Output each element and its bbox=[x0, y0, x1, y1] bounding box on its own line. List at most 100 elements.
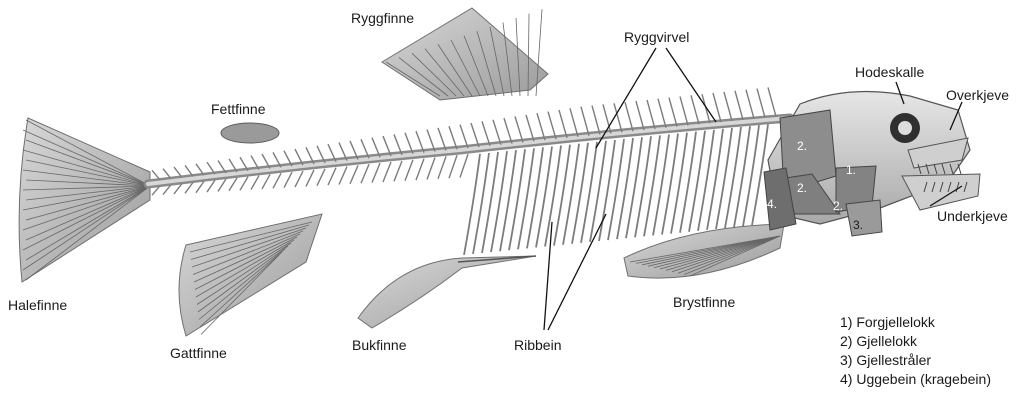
pelvic-fin bbox=[358, 256, 536, 328]
haemal-spine bbox=[262, 174, 270, 188]
rib bbox=[653, 134, 669, 235]
label-halefinne: Halefinne bbox=[8, 297, 67, 313]
neural-spine bbox=[669, 98, 677, 127]
neural-spine bbox=[471, 123, 479, 147]
rib bbox=[527, 147, 543, 248]
rib bbox=[518, 148, 534, 249]
neural-spine bbox=[713, 93, 721, 122]
haemal-spine bbox=[350, 165, 358, 183]
label-hodeskalle: Hodeskalle bbox=[855, 64, 924, 80]
neural-spine bbox=[504, 118, 512, 143]
neural-spine bbox=[636, 101, 644, 130]
neural-spine bbox=[757, 89, 765, 118]
rib bbox=[734, 126, 750, 227]
neural-spine bbox=[559, 110, 567, 138]
label-underkjeve: Underkjeve bbox=[937, 208, 1008, 224]
haemal-spine bbox=[427, 157, 435, 179]
label-ryggfinne: Ryggfinne bbox=[351, 10, 414, 26]
neural-spine bbox=[746, 90, 754, 119]
neural-spine bbox=[482, 121, 490, 145]
haemal-spine bbox=[295, 171, 303, 187]
neural-spine bbox=[493, 120, 501, 145]
rib bbox=[689, 131, 705, 232]
rib bbox=[608, 139, 624, 240]
rib bbox=[599, 140, 615, 241]
haemal-spine bbox=[383, 162, 391, 182]
rib bbox=[500, 150, 516, 251]
haemal-spine bbox=[229, 178, 237, 191]
neural-spine bbox=[515, 116, 523, 142]
rib bbox=[671, 133, 687, 234]
rib bbox=[473, 153, 489, 254]
adipose-fin bbox=[221, 123, 279, 143]
rib bbox=[572, 143, 588, 244]
tail-fin bbox=[19, 118, 150, 282]
haemal-spine bbox=[416, 159, 424, 180]
label-ribbein: Ribbein bbox=[514, 337, 561, 353]
neural-spine bbox=[625, 102, 633, 131]
haemal-spine bbox=[185, 182, 193, 193]
haemal-spine bbox=[317, 169, 325, 186]
rib bbox=[545, 146, 561, 247]
rib bbox=[482, 152, 498, 253]
pectoral-fin bbox=[624, 224, 784, 278]
neural-spine bbox=[548, 112, 556, 139]
haemal-spine bbox=[251, 176, 259, 190]
skull-number-2-mid: 2. bbox=[797, 182, 807, 195]
legend-item: 1) Forgjellelokk bbox=[840, 313, 991, 332]
neural-spine bbox=[647, 100, 655, 129]
neural-spine bbox=[702, 94, 710, 123]
rib bbox=[698, 130, 714, 231]
haemal-spine bbox=[372, 163, 380, 182]
skull-number-2-top: 2. bbox=[797, 140, 807, 153]
rib bbox=[581, 142, 597, 243]
rib bbox=[491, 151, 507, 252]
haemal-spine bbox=[405, 160, 413, 181]
haemal-spine bbox=[273, 173, 281, 188]
neural-spine bbox=[449, 126, 457, 149]
legend-item: 3) Gjellestråler bbox=[840, 351, 991, 370]
rib bbox=[662, 134, 678, 235]
skull-number-2-low: 2. bbox=[833, 200, 843, 213]
neural-spine bbox=[570, 108, 578, 136]
haemal-spine bbox=[196, 181, 204, 192]
haemal-spine bbox=[207, 180, 215, 192]
rib bbox=[617, 138, 633, 239]
neural-spine bbox=[735, 91, 743, 120]
legend-item: 4) Uggebein (kragebein) bbox=[840, 370, 991, 389]
haemal-spine bbox=[394, 161, 402, 181]
label-brystfinne: Brystfinne bbox=[673, 294, 735, 310]
neural-spine bbox=[460, 125, 468, 148]
haemal-spine bbox=[438, 156, 446, 178]
neural-spine bbox=[691, 95, 699, 124]
skull-number-1: 1. bbox=[846, 164, 856, 177]
legend: 1) Forgjellelokk 2) Gjellelokk 3) Gjelle… bbox=[840, 313, 991, 389]
legend-item: 2) Gjellelokk bbox=[840, 332, 991, 351]
rib bbox=[716, 128, 732, 229]
label-overkjeve: Overkjeve bbox=[946, 87, 1009, 103]
rib bbox=[554, 145, 570, 246]
rib bbox=[626, 137, 642, 238]
rib bbox=[536, 146, 552, 247]
neural-spine bbox=[438, 128, 446, 150]
rib bbox=[743, 125, 759, 226]
rib bbox=[725, 127, 741, 228]
label-fettfinne: Fettfinne bbox=[211, 101, 265, 117]
haemal-spine bbox=[339, 167, 347, 185]
haemal-spine bbox=[361, 164, 369, 183]
neural-spine bbox=[427, 130, 435, 152]
haemal-spine bbox=[449, 155, 457, 178]
neural-spine bbox=[526, 115, 534, 141]
haemal-spine bbox=[218, 179, 226, 191]
skull-number-3: 3. bbox=[853, 219, 863, 232]
neural-spine bbox=[581, 107, 589, 136]
rib bbox=[635, 136, 651, 237]
rib bbox=[590, 141, 606, 242]
haemal-spine bbox=[284, 172, 292, 187]
neural-spine bbox=[658, 99, 666, 128]
rib bbox=[707, 129, 723, 230]
rib bbox=[644, 135, 660, 236]
rib bbox=[680, 132, 696, 233]
anal-fin bbox=[179, 214, 322, 336]
